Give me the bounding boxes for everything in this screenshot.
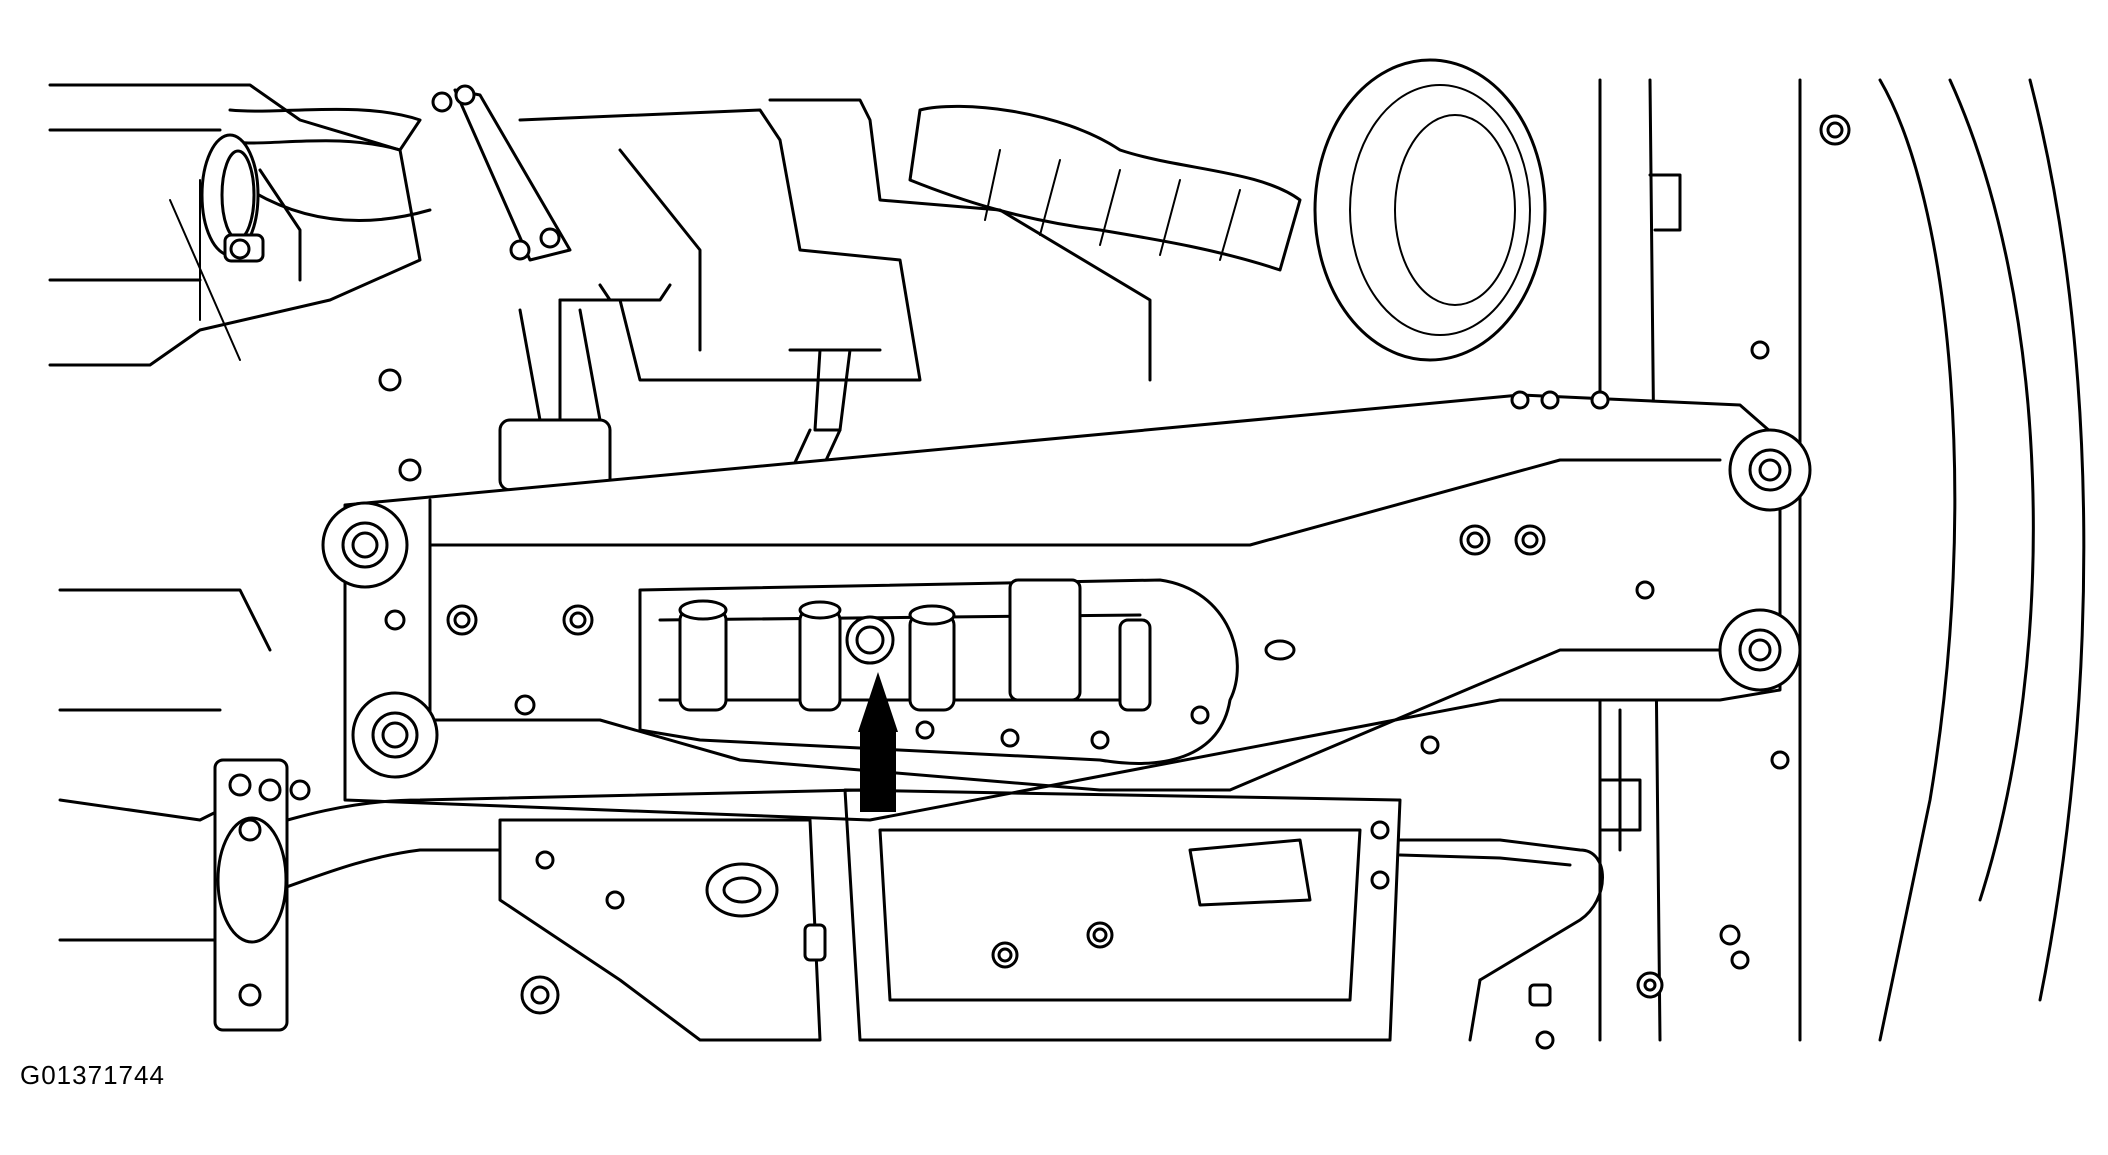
bushing-right-lower <box>1718 608 1802 692</box>
lower-oil-pan <box>843 788 1402 1042</box>
pulley-wheel <box>1313 58 1547 362</box>
upper-bracket <box>431 84 572 262</box>
target-bolt <box>845 615 895 665</box>
bushing-left-lower <box>351 691 439 779</box>
bushing-left-upper <box>321 501 409 589</box>
cooler-lines <box>1398 708 1741 1050</box>
hose-lower-left <box>213 758 862 1032</box>
pointer-arrow <box>858 672 898 812</box>
air-intake-duct <box>908 104 1302 272</box>
valve-body-section <box>638 578 1440 765</box>
hose-upper-left <box>200 107 432 263</box>
stud-bolts <box>446 524 1546 636</box>
right-body-panels <box>1598 78 2086 1042</box>
valve-cylinders <box>678 578 1152 712</box>
exhaust-pipe-left <box>48 83 422 367</box>
lower-left-bracket <box>498 818 827 1042</box>
bushing-right-upper <box>1728 428 1812 512</box>
figure-id-label: G01371744 <box>20 1060 165 1090</box>
